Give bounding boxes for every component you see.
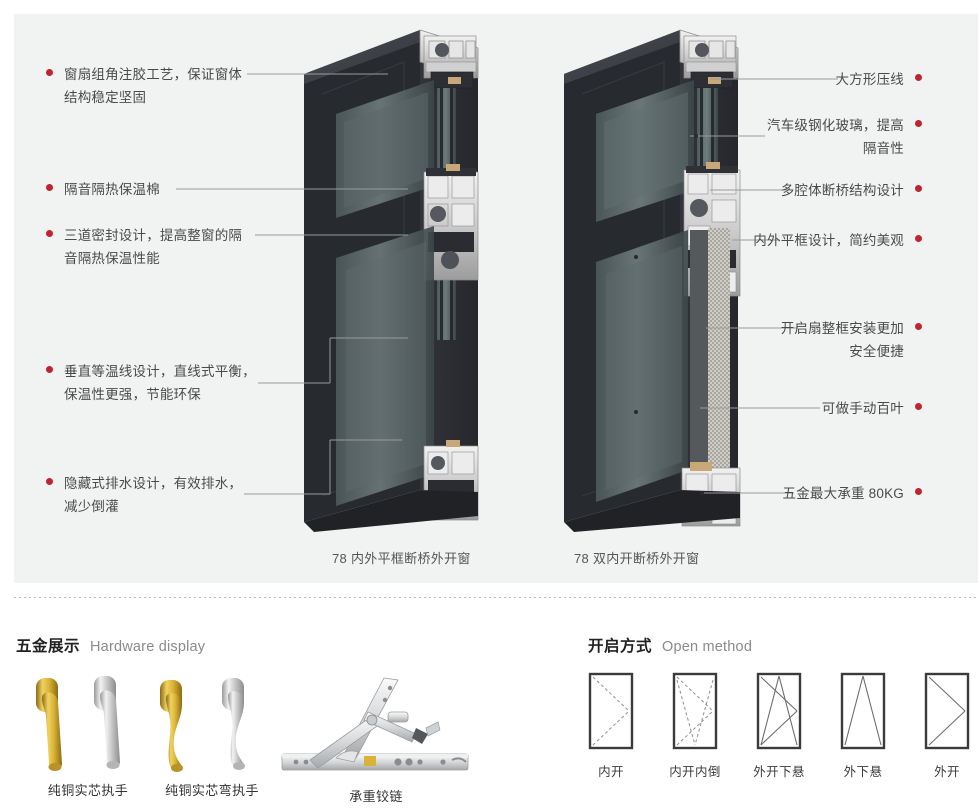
hardware-item-3[interactable]: 承重铰链 <box>276 672 476 805</box>
open-method-item-3[interactable]: 外开下悬 <box>748 672 810 780</box>
top-diagram-panel <box>14 14 978 583</box>
open-method-heading-cn: 开启方式 <box>588 638 653 655</box>
callout-text: 隐藏式排水设计，有效排水， 减少倒灌 <box>64 476 243 514</box>
callout-text: 可做手动百叶 <box>821 401 904 416</box>
product-caption-right: 78 双内开断桥外开窗 <box>574 551 700 566</box>
callout-right-3: 多腔体断桥结构设计 <box>700 179 922 202</box>
bullet-dot <box>46 366 53 373</box>
hardware-heading-cn: 五金展示 <box>16 638 81 655</box>
window-profile-right <box>560 22 790 532</box>
callout-right-6: 可做手动百叶 <box>700 397 922 420</box>
callout-text: 内外平框设计，简约美观 <box>753 233 904 248</box>
bullet-dot <box>915 488 922 495</box>
open-method-label: 外开 <box>934 765 960 779</box>
hardware-items: 纯铜实芯执手 纯铜实芯弯执手 <box>14 668 484 811</box>
hardware-item-label: 纯铜实芯执手 <box>47 783 129 798</box>
outward-bottom-hung-icon <box>756 672 802 750</box>
open-method-section-heading: 开启方式 Open method <box>588 634 752 656</box>
window-handle-pair-icon <box>36 676 120 771</box>
callout-text: 垂直等温线设计，直线式平衡， 保温性更强，节能环保 <box>64 364 256 402</box>
callout-text: 三道密封设计，提高整窗的隔 音隔热保温性能 <box>64 228 243 266</box>
bullet-dot <box>915 74 922 81</box>
leader-endpoint-dot <box>634 410 638 414</box>
open-method-label: 内开内倒 <box>669 765 721 779</box>
bullet-dot <box>915 120 922 127</box>
hardware-item-label: 承重铰链 <box>349 789 403 804</box>
leader-endpoint-dot <box>700 491 704 495</box>
callout-text: 汽车级钢化玻璃，提高 隔音性 <box>767 118 904 156</box>
leader-endpoint-dot <box>634 255 638 259</box>
leader-lines <box>176 73 838 495</box>
open-method-item-4[interactable]: 外下悬 <box>832 672 894 780</box>
bullet-dot <box>46 230 53 237</box>
inward-casement-icon <box>588 672 634 750</box>
callout-text: 隔音隔热保温棉 <box>64 182 160 197</box>
leader-endpoint-dot <box>694 134 698 138</box>
open-method-item-5[interactable]: 外开 <box>916 672 978 780</box>
callout-right-4: 内外平框设计，简约美观 <box>700 229 922 252</box>
callout-left-4: 垂直等温线设计，直线式平衡， 保温性更强，节能环保 <box>46 360 261 406</box>
load-bearing-hinge-icon <box>281 677 469 771</box>
callout-right-5: 开启扇整框安装更加 安全便捷 <box>700 317 922 363</box>
leader-endpoint-dot <box>388 72 392 76</box>
window-profile-left <box>300 22 530 532</box>
hardware-heading-en: Hardware display <box>90 639 206 655</box>
open-method-item-2[interactable]: 内开内倒 <box>664 672 726 780</box>
callout-left-2: 隔音隔热保温棉 <box>46 178 256 201</box>
callout-right-7: 五金最大承重 80KG <box>700 482 922 505</box>
bullet-dot <box>915 403 922 410</box>
hardware-item-1[interactable]: 纯铜实芯执手 <box>22 668 154 799</box>
hardware-section-heading: 五金展示 Hardware display <box>16 634 205 656</box>
open-method-item-1[interactable]: 内开 <box>580 672 642 780</box>
callout-right-2: 汽车级钢化玻璃，提高 隔音性 <box>700 114 922 160</box>
open-method-heading-en: Open method <box>662 639 753 655</box>
callout-left-3: 三道密封设计，提高整窗的隔 音隔热保温性能 <box>46 224 256 270</box>
callout-right-1: 大方形压线 <box>700 68 922 91</box>
bullet-dot <box>46 184 53 191</box>
bullet-dot <box>915 235 922 242</box>
outward-casement-icon <box>924 672 970 750</box>
callout-text: 大方形压线 <box>835 72 904 87</box>
open-method-label: 外下悬 <box>843 765 883 779</box>
window-curved-handle-pair-icon <box>160 678 245 772</box>
callout-left-1: 窗扇组角注胶工艺，保证窗体 结构稳定坚固 <box>46 63 256 109</box>
bullet-dot <box>46 69 53 76</box>
open-method-label: 外开下悬 <box>753 765 805 779</box>
callout-text: 五金最大承重 80KG <box>782 486 904 501</box>
callout-text: 窗扇组角注胶工艺，保证窗体 结构稳定坚固 <box>64 67 243 105</box>
callout-text: 开启扇整框安装更加 安全便捷 <box>780 321 904 359</box>
hardware-item-2[interactable]: 纯铜实芯弯执手 <box>144 668 280 799</box>
bottom-hung-icon <box>840 672 886 750</box>
bullet-dot <box>915 185 922 192</box>
product-caption-left: 78 内外平框断桥外开窗 <box>332 551 471 566</box>
bullet-dot <box>46 478 53 485</box>
bullet-dot <box>915 323 922 330</box>
callout-text: 多腔体断桥结构设计 <box>780 183 904 198</box>
hardware-item-label: 纯铜实芯弯执手 <box>165 783 259 798</box>
open-method-items: 内开 内开内倒 <box>580 672 978 811</box>
open-method-label: 内开 <box>598 765 624 779</box>
section-divider <box>14 597 978 598</box>
tilt-and-turn-icon <box>672 672 718 750</box>
callout-left-5: 隐藏式排水设计，有效排水， 减少倒灌 <box>46 472 256 518</box>
